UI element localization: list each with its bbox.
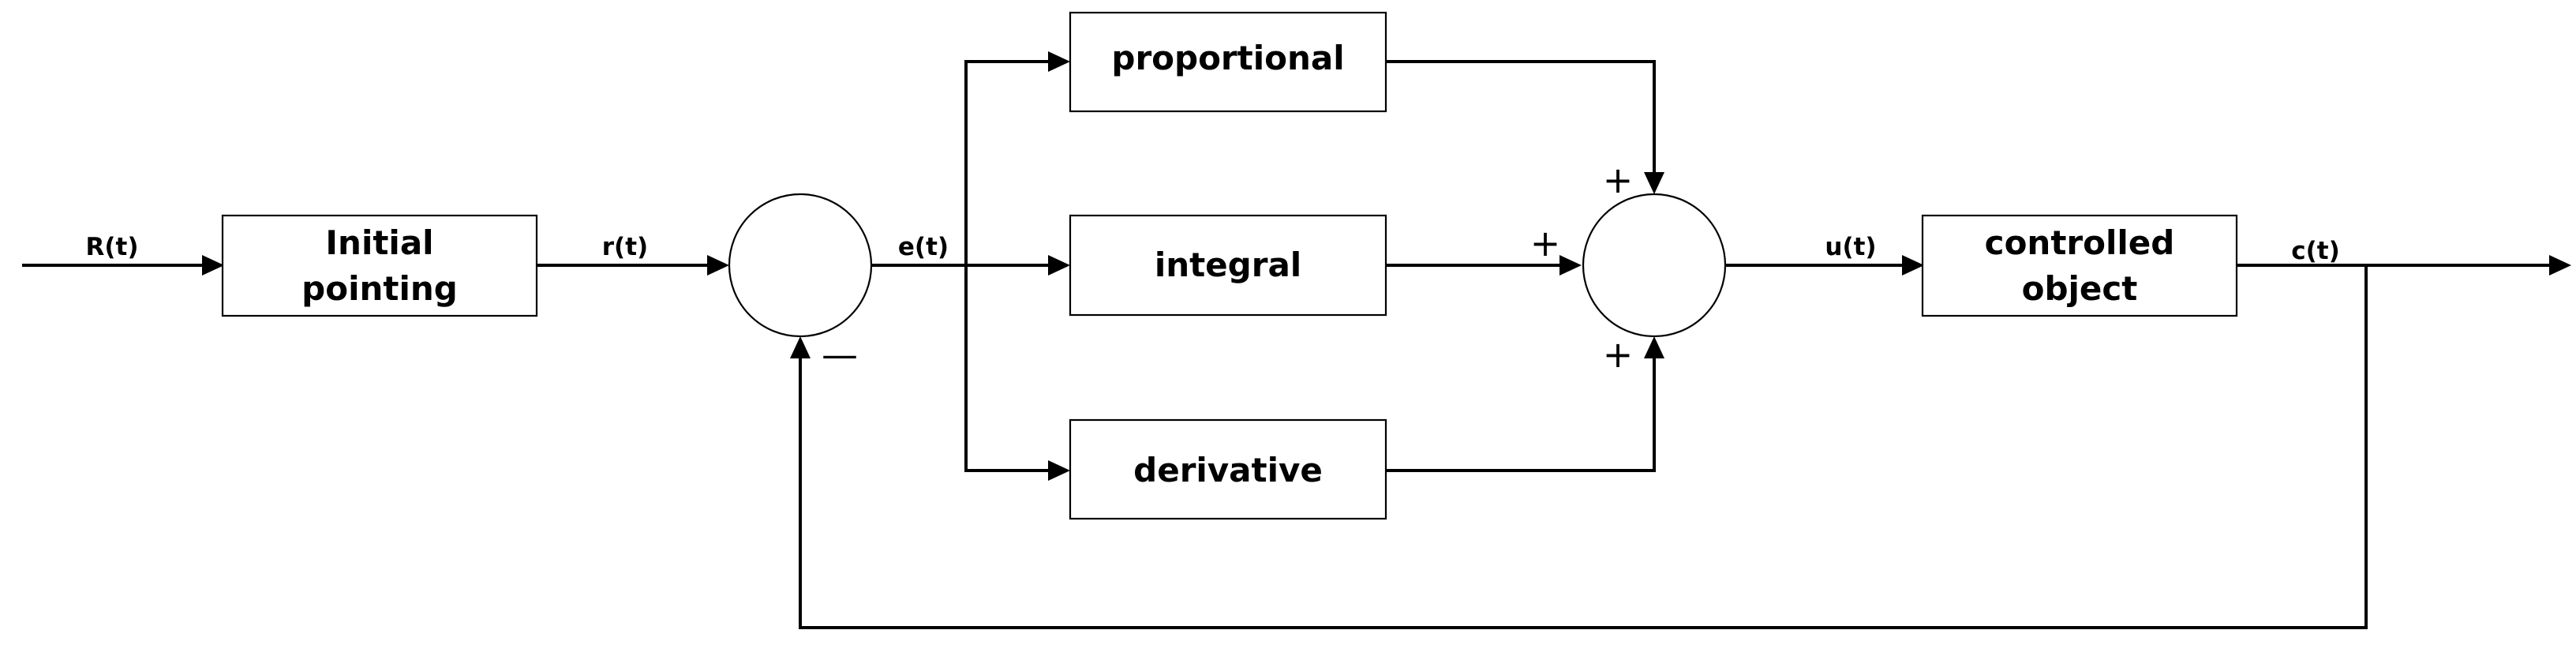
- block-integral-label: integral: [1155, 246, 1301, 284]
- arrow-output: [2549, 255, 2571, 276]
- sign-feedback-minus: —: [822, 333, 858, 376]
- sign-sum-left-plus: +: [1530, 222, 1561, 264]
- block-derivative-label: derivative: [1133, 451, 1323, 489]
- block-initial-pointing-label-2: pointing: [301, 269, 458, 308]
- block-controlled-object-label-1: controlled: [1985, 223, 2175, 262]
- arrow-r: [707, 255, 729, 276]
- block-controlled-object-label-2: object: [2022, 269, 2138, 308]
- block-proportional: proportional: [1069, 11, 1387, 113]
- arrow-e-derivative: [1048, 460, 1070, 481]
- block-initial-pointing-label-1: Initial: [325, 223, 433, 262]
- block-controlled-object: controlled object: [1921, 214, 2238, 317]
- signal-label-u: u(t): [1825, 233, 1876, 261]
- signal-label-c: c(t): [2291, 237, 2340, 265]
- wire-feedback: [799, 265, 2368, 629]
- arrow-derivative-sum: [1644, 336, 1664, 358]
- wire-derivative-out: [1386, 357, 1656, 472]
- arrow-e-proportional: [1048, 51, 1070, 72]
- arrow-u: [1902, 255, 1924, 276]
- arrow-input: [202, 255, 224, 276]
- block-proportional-label: proportional: [1111, 39, 1344, 77]
- arrow-proportional-sum: [1644, 172, 1664, 194]
- summing-junction-error: [728, 193, 873, 338]
- signal-label-r: r(t): [602, 233, 648, 261]
- arrow-e-integral: [1048, 255, 1070, 276]
- wire-proportional-out: [1386, 60, 1656, 174]
- block-initial-pointing: Initial pointing: [221, 214, 538, 317]
- sign-sum-top-plus: +: [1603, 159, 1634, 201]
- arrow-feedback: [790, 336, 811, 358]
- arrow-integral-sum: [1559, 255, 1582, 276]
- signal-label-e: e(t): [898, 233, 949, 261]
- block-derivative: derivative: [1069, 418, 1387, 520]
- summing-junction-pid: [1582, 193, 1727, 338]
- block-integral: integral: [1069, 214, 1387, 317]
- sign-sum-bottom-plus: +: [1603, 333, 1634, 376]
- signal-label-R: R(t): [85, 233, 138, 261]
